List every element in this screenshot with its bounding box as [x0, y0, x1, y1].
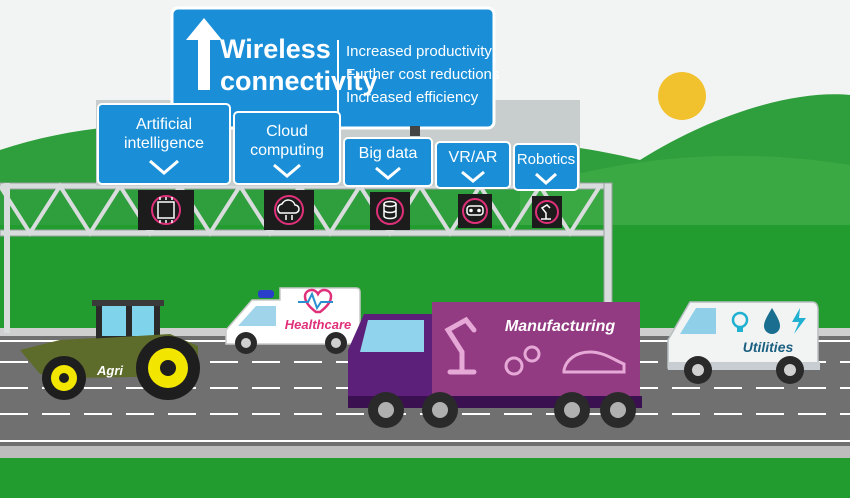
down-arrow-icon [149, 159, 179, 175]
lightning-icon [792, 308, 806, 334]
manufacturing-label: Manufacturing [505, 318, 615, 335]
sign-robotics: Robotics [513, 143, 579, 191]
sign-label: Artificial [136, 116, 192, 133]
up-arrow-icon [186, 18, 222, 90]
sign-label: VR/AR [449, 149, 498, 166]
down-arrow-icon [273, 163, 301, 178]
down-arrow-icon [534, 172, 558, 186]
down-arrow-icon [461, 170, 485, 183]
healthcare-label: Healthcare [285, 317, 351, 332]
utilities-van: Utilities [667, 301, 820, 384]
agri-tractor: Agri [20, 300, 200, 400]
utilities-label: Utilities [743, 339, 794, 355]
sign-artificial-intelligence: Artificial intelligence [97, 103, 231, 185]
main-sign-title-2: connectivity [220, 66, 378, 96]
sign-label: intelligence [124, 135, 204, 152]
healthcare-ambulance: Healthcare [225, 287, 361, 354]
sign-big-data: Big data [343, 137, 433, 187]
heart-icon [303, 288, 333, 314]
ai-chip-icon [138, 190, 194, 230]
main-sign-title-1: Wireless [220, 34, 331, 64]
sign-vr-ar: VR/AR [435, 141, 511, 189]
down-arrow-icon [375, 166, 401, 180]
sign-label: Robotics [517, 151, 575, 168]
benefit-2: Further cost reductions [346, 66, 499, 83]
sign-label: computing [250, 142, 324, 159]
cloud-icon [264, 190, 314, 230]
water-drop-icon [764, 308, 780, 334]
robot-arm-icon [532, 196, 562, 228]
database-icon [370, 192, 410, 230]
sun [658, 72, 706, 120]
sign-cloud-computing: Cloud computing [233, 111, 341, 185]
car-icon [562, 350, 626, 374]
agri-label: Agri [96, 363, 123, 378]
sign-label: Big data [359, 145, 418, 162]
robot-arm-icon [444, 316, 477, 375]
gears-icon [504, 345, 541, 376]
manufacturing-truck: Manufacturing [348, 302, 642, 428]
benefit-3: Increased efficiency [346, 89, 479, 106]
vr-headset-icon [458, 194, 492, 228]
bulb-icon [731, 311, 749, 332]
benefit-1: Increased productivity [346, 43, 492, 60]
sign-label: Cloud [266, 123, 308, 140]
